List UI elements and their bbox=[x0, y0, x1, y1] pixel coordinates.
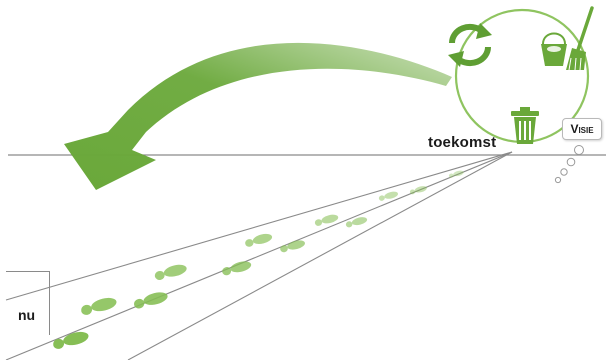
footprint-icon bbox=[345, 216, 368, 228]
path-lines bbox=[6, 152, 512, 360]
footprint-icon bbox=[132, 290, 168, 309]
footprint-icon bbox=[279, 239, 306, 253]
footprint-icon bbox=[52, 330, 90, 350]
footprint-icon bbox=[409, 185, 427, 195]
footprint-icon bbox=[244, 232, 273, 248]
curved-arrow-icon bbox=[64, 43, 452, 190]
now-bracket bbox=[6, 271, 50, 335]
path-edge-middle bbox=[6, 152, 512, 360]
footprint-icon bbox=[80, 296, 118, 316]
path-edge-upper bbox=[6, 152, 512, 300]
footprint-icon bbox=[448, 170, 464, 179]
path-edge-lower bbox=[128, 152, 512, 360]
future-label: toekomst bbox=[428, 134, 496, 151]
footprint-icon bbox=[221, 259, 252, 276]
footprint-icon bbox=[153, 263, 187, 281]
vision-box: Visie bbox=[562, 118, 602, 140]
thought-bubble-icon bbox=[555, 146, 583, 183]
vision-label: Visie bbox=[570, 122, 593, 136]
now-label: nu bbox=[18, 307, 35, 323]
